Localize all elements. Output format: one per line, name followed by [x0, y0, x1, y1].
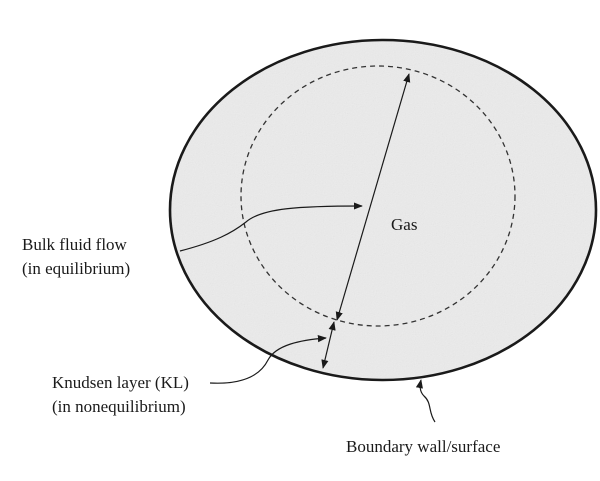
- bulk-flow-label-line1: Bulk fluid flow: [22, 235, 127, 254]
- knudsen-layer-double-arrow: [321, 321, 336, 369]
- gas-label: Gas: [391, 215, 418, 234]
- bulk-flow-leader: [179, 202, 363, 252]
- knudsen-layer-inner-boundary: [240, 65, 516, 327]
- boundary-wall-outline: [168, 38, 598, 382]
- gas-texture: [170, 40, 596, 380]
- boundary-label: Boundary wall/surface: [346, 437, 501, 456]
- bulk-region-double-arrow: [335, 73, 411, 321]
- knudsen-label-line2: (in nonequilibrium): [52, 397, 186, 416]
- knudsen-label-line1: Knudsen layer (KL): [52, 373, 189, 392]
- knudsen-leader: [209, 335, 327, 384]
- bulk-flow-label-line2: (in equilibrium): [22, 259, 131, 278]
- boundary-leader: [415, 379, 436, 423]
